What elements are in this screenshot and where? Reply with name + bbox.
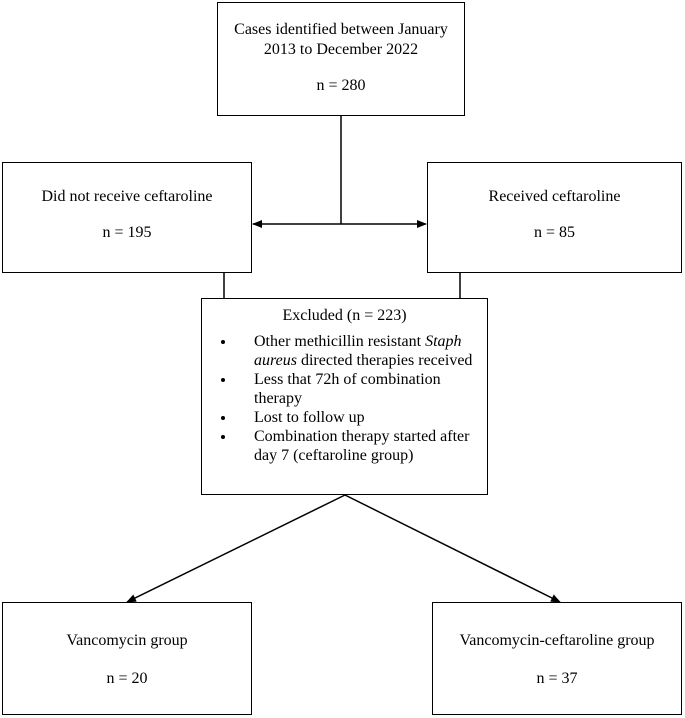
excluded-reason: Less that 72h of combination therapy [236,370,487,408]
box-excluded: Excluded (n = 223) Other methicillin res… [201,298,488,495]
excluded-reason: Lost to follow up [236,408,487,427]
vancomycin-title: Vancomycin group [66,632,188,649]
box-cases-identified: Cases identified between January 2013 to… [217,2,465,116]
excluded-reason: Other methicillin resistant Staph aureus… [236,332,487,370]
box-received: Received ceftaroline n = 85 [427,162,682,273]
did-not-receive-count: n = 195 [102,224,152,241]
excluded-title: Excluded (n = 223) [282,307,407,324]
box-vanco-ceftaroline-group: Vancomycin-ceftaroline group n = 37 [432,602,682,715]
box-vancomycin-group: Vancomycin group n = 20 [2,602,252,715]
arrow-to-combo [344,494,561,603]
reason-1-italic: Staph aureus [254,333,462,369]
cases-title-line2: 2013 to December 2022 [263,41,419,58]
vanco-ceftaroline-count: n = 37 [536,670,578,687]
cases-title-line1: Cases identified between January [234,21,448,38]
received-count: n = 85 [533,224,576,241]
reason-1-text-end: directed therapies received [296,352,473,369]
did-not-receive-title: Did not receive ceftaroline [41,188,213,205]
box-did-not-receive: Did not receive ceftaroline n = 195 [2,162,252,273]
received-title: Received ceftaroline [488,188,621,205]
excluded-reasons-list: Other methicillin resistant Staph aureus… [202,332,487,465]
cases-count: n = 280 [316,77,366,94]
arrow-to-vanco [126,494,346,603]
excluded-reason: Combination therapy started after day 7 … [236,427,487,465]
vanco-ceftaroline-title: Vancomycin-ceftaroline group [459,632,655,649]
reason-1-text: Other methicillin resistant [254,333,426,350]
vancomycin-count: n = 20 [106,670,148,687]
